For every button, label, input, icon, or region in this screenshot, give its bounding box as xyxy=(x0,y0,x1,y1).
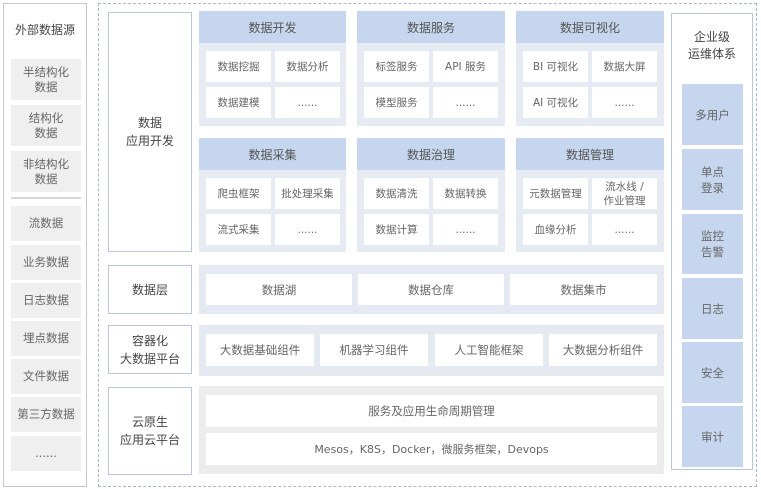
layer-label-data-layer: 数据层 xyxy=(108,265,192,314)
container-item: 大数据基础组件 xyxy=(206,334,314,366)
container-item: 机器学习组件 xyxy=(320,334,428,366)
group-item: 数据挖掘 xyxy=(206,51,271,82)
ext-source-structured: 结构化 数据 xyxy=(11,105,81,146)
layer-label-app-dev: 数据 应用开发 xyxy=(108,12,192,252)
group-header: 数据开发 xyxy=(199,11,346,43)
group-item: 数据转换 xyxy=(433,178,498,209)
cloud-platform-band: 服务及应用生命周期管理 Mesos，K8S，Docker，微服务框架，Devop… xyxy=(199,386,664,474)
group-item: 数据计算 xyxy=(364,214,429,245)
group-item: 数据大屏 xyxy=(592,51,657,82)
group-item: 数据分析 xyxy=(275,51,340,82)
ops-item-sso: 单点 登录 xyxy=(682,149,743,210)
group-header: 数据可视化 xyxy=(516,11,664,43)
group-item: ...... xyxy=(433,214,498,245)
ops-item-logs: 日志 xyxy=(682,278,743,339)
external-data-sources-panel: 外部数据源 半结构化 数据 结构化 数据 非结构化 数据 流数据 业务数据 日志… xyxy=(3,3,87,487)
group-item: 元数据管理 xyxy=(523,178,588,209)
ops-item-multi-user: 多用户 xyxy=(682,84,743,145)
group-item: AI 可视化 xyxy=(523,87,588,118)
group-item: API 服务 xyxy=(433,51,498,82)
group-item: 爬虫框架 xyxy=(206,178,271,209)
group-item: ...... xyxy=(275,87,340,118)
ext-source-more: ...... xyxy=(11,436,81,471)
ext-source-third-party: 第三方数据 xyxy=(11,397,81,432)
platform-frame xyxy=(98,3,757,487)
group-data-collection: 数据采集 爬虫框架 批处理采集 流式采集 ...... xyxy=(199,138,346,252)
container-platform-band: 大数据基础组件 机器学习组件 人工智能框架 大数据分析组件 xyxy=(199,325,664,376)
group-header: 数据采集 xyxy=(199,138,346,170)
ext-source-semi-structured: 半结构化 数据 xyxy=(11,59,81,100)
group-header: 数据管理 xyxy=(516,138,664,170)
group-item: ...... xyxy=(592,214,657,245)
data-layer-band: 数据湖 数据仓库 数据集市 xyxy=(199,265,664,314)
container-item: 人工智能框架 xyxy=(435,334,543,366)
group-item: ...... xyxy=(275,214,340,245)
group-item: BI 可视化 xyxy=(523,51,588,82)
cloud-item-lifecycle: 服务及应用生命周期管理 xyxy=(206,395,657,427)
data-layer-item-lake: 数据湖 xyxy=(206,274,352,305)
group-item: 数据建模 xyxy=(206,87,271,118)
ext-source-file: 文件数据 xyxy=(11,359,81,394)
group-item: 模型服务 xyxy=(364,87,429,118)
cloud-item-stack: Mesos，K8S，Docker，微服务框架，Devops xyxy=(206,433,657,465)
ops-title: 企业级 运维体系 xyxy=(687,30,736,61)
enterprise-ops-panel: 企业级 运维体系 多用户 单点 登录 监控 告警 日志 安全 审计 xyxy=(671,13,753,470)
group-item: ...... xyxy=(592,87,657,118)
data-layer-item-mart: 数据集市 xyxy=(510,274,657,305)
ext-divider xyxy=(11,197,81,199)
external-sources-title: 外部数据源 xyxy=(14,22,75,37)
ops-item-monitoring: 监控 告警 xyxy=(682,214,743,274)
group-header: 数据治理 xyxy=(357,138,505,170)
layer-label-container: 容器化 大数据平台 xyxy=(108,325,192,374)
ops-item-audit: 审计 xyxy=(682,406,743,467)
group-item: ...... xyxy=(433,87,498,118)
group-data-governance: 数据治理 数据清洗 数据转换 数据计算 ...... xyxy=(357,138,505,252)
group-item: 流水线 / 作业管理 xyxy=(592,178,657,209)
ext-source-unstructured: 非结构化 数据 xyxy=(11,151,81,192)
group-data-development: 数据开发 数据挖掘 数据分析 数据建模 ...... xyxy=(199,11,346,126)
group-data-services: 数据服务 标签服务 API 服务 模型服务 ...... xyxy=(357,11,505,126)
ext-source-tracking: 埋点数据 xyxy=(11,321,81,356)
group-item: 数据清洗 xyxy=(364,178,429,209)
layer-label-cloud: 云原生 应用云平台 xyxy=(108,387,192,475)
ops-item-security: 安全 xyxy=(682,342,743,403)
ext-source-stream: 流数据 xyxy=(11,206,81,241)
group-item: 血缘分析 xyxy=(523,214,588,245)
ext-source-business: 业务数据 xyxy=(11,245,81,280)
group-item: 标签服务 xyxy=(364,51,429,82)
group-item: 流式采集 xyxy=(206,214,271,245)
container-item: 大数据分析组件 xyxy=(549,334,657,366)
group-item: 批处理采集 xyxy=(275,178,340,209)
ext-source-log: 日志数据 xyxy=(11,283,81,318)
group-data-management: 数据管理 元数据管理 流水线 / 作业管理 血缘分析 ...... xyxy=(516,138,664,252)
data-layer-item-warehouse: 数据仓库 xyxy=(358,274,504,305)
group-data-visualization: 数据可视化 BI 可视化 数据大屏 AI 可视化 ...... xyxy=(516,11,664,126)
group-header: 数据服务 xyxy=(357,11,505,43)
